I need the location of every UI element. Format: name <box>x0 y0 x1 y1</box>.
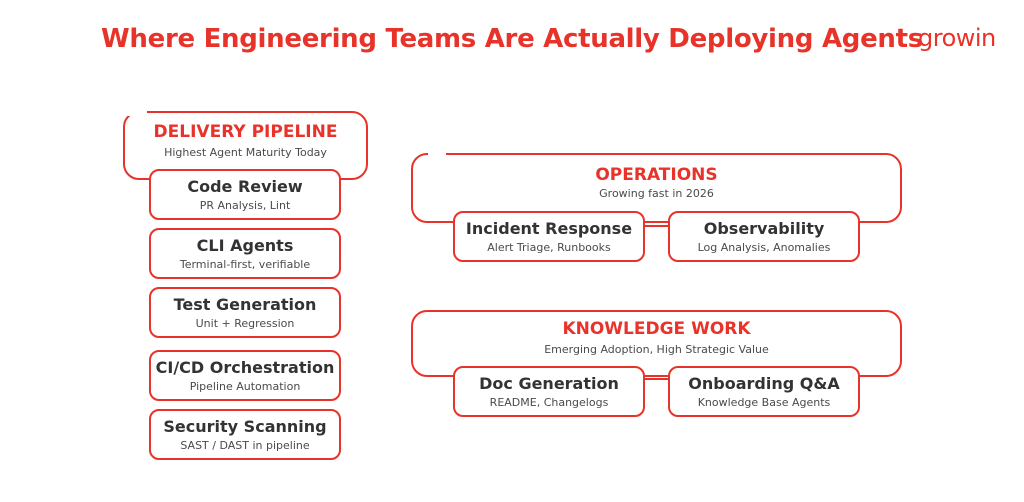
delivery-frame-gap <box>125 106 147 116</box>
card-title: Security Scanning <box>163 417 327 436</box>
operations-frame-gap <box>428 148 446 158</box>
knowledge-work-subtitle: Emerging Adoption, High Strategic Value <box>544 343 769 356</box>
card-doc-generation[interactable]: Doc Generation README, Changelogs <box>453 366 645 417</box>
card-subtitle: Terminal-first, verifiable <box>179 258 311 271</box>
card-title: CI/CD Orchestration <box>155 358 335 377</box>
operations-subtitle: Growing fast in 2026 <box>599 187 714 200</box>
operations-connector <box>645 225 669 227</box>
card-security-scanning[interactable]: Security Scanning SAST / DAST in pipelin… <box>149 409 341 460</box>
knowledge-work-frame <box>411 310 902 377</box>
card-subtitle: Log Analysis, Anomalies <box>697 241 831 254</box>
card-subtitle: PR Analysis, Lint <box>199 199 291 212</box>
knowledge-work-title: KNOWLEDGE WORK <box>562 319 751 339</box>
operations-frame <box>411 153 902 223</box>
delivery-pipeline-title: DELIVERY PIPELINE <box>153 122 338 142</box>
card-code-review[interactable]: Code Review PR Analysis, Lint <box>149 169 341 220</box>
card-subtitle: Pipeline Automation <box>189 380 301 393</box>
page-title: Where Engineering Teams Are Actually Dep… <box>101 24 923 54</box>
card-subtitle: Knowledge Base Agents <box>697 396 831 409</box>
card-observability[interactable]: Observability Log Analysis, Anomalies <box>668 211 860 262</box>
card-onboarding-qa[interactable]: Onboarding Q&A Knowledge Base Agents <box>668 366 860 417</box>
card-test-generation[interactable]: Test Generation Unit + Regression <box>149 287 341 338</box>
card-subtitle: README, Changelogs <box>489 396 609 409</box>
card-cicd-orchestration[interactable]: CI/CD Orchestration Pipeline Automation <box>149 350 341 401</box>
card-incident-response[interactable]: Incident Response Alert Triage, Runbooks <box>453 211 645 262</box>
card-cli-agents[interactable]: CLI Agents Terminal-first, verifiable <box>149 228 341 279</box>
card-title: Observability <box>703 219 825 238</box>
card-title: Doc Generation <box>479 374 619 393</box>
operations-title: OPERATIONS <box>595 165 718 185</box>
card-title: Incident Response <box>465 219 633 238</box>
card-title: CLI Agents <box>196 236 294 255</box>
card-subtitle: SAST / DAST in pipeline <box>180 439 310 452</box>
card-subtitle: Alert Triage, Runbooks <box>487 241 611 254</box>
knowledge-connector <box>645 378 669 380</box>
card-title: Code Review <box>187 177 303 196</box>
card-title: Test Generation <box>173 295 317 314</box>
card-title: Onboarding Q&A <box>688 374 840 393</box>
delivery-pipeline-subtitle: Highest Agent Maturity Today <box>164 146 327 159</box>
brand-logo: growin <box>918 24 996 52</box>
card-subtitle: Unit + Regression <box>195 317 295 330</box>
